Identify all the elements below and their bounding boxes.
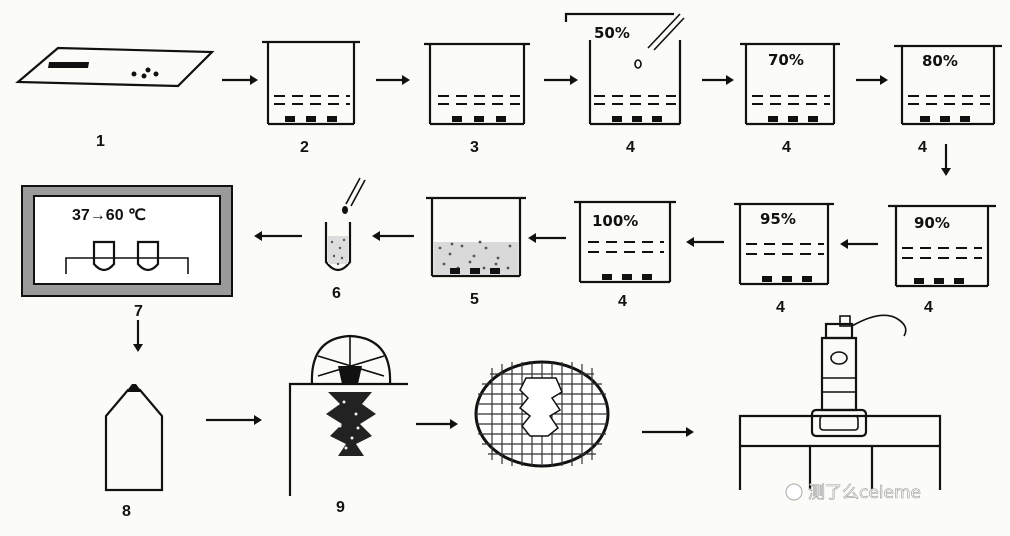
pipette-icon <box>342 177 366 214</box>
step-2-label: 2 <box>300 139 309 156</box>
arrow-icon <box>528 233 566 243</box>
step-4-beaker-90 <box>888 204 996 288</box>
watermark-text: 测了么celeme <box>808 483 921 503</box>
step-4-percent-100: 100% <box>592 212 638 230</box>
arrow-icon <box>856 75 888 85</box>
step-6-label: 6 <box>332 285 341 302</box>
arrow-icon <box>702 75 734 85</box>
step-3-label: 3 <box>470 139 479 156</box>
step-4-label-e: 4 <box>776 299 785 316</box>
oven-temperature: 37→60 ℃ <box>72 207 146 224</box>
arrow-icon <box>941 144 951 176</box>
arrow-icon <box>642 427 694 437</box>
step-4-beaker-50 <box>564 12 682 126</box>
step-5-label: 5 <box>470 291 479 308</box>
arrow-icon <box>544 75 578 85</box>
arrow-icon <box>686 237 724 247</box>
step-4-percent-95: 95% <box>760 210 796 228</box>
step-4-beaker-100 <box>574 200 676 284</box>
step-2-beaker <box>262 40 360 126</box>
step-1-label: 1 <box>96 133 105 150</box>
pipette-icon <box>634 13 685 69</box>
arrow-icon <box>840 239 878 249</box>
step-5-paraffin-beaker <box>426 196 526 278</box>
step-4-beaker-95 <box>734 202 834 286</box>
step-4-label-f: 4 <box>618 293 627 310</box>
step-7-label: 7 <box>134 303 143 320</box>
arrow-icon <box>416 419 458 429</box>
step-4-label-c: 4 <box>918 139 927 156</box>
arrow-icon <box>254 231 302 241</box>
step-1-slide <box>15 46 215 88</box>
arrow-icon <box>372 231 414 241</box>
step-4-percent-90: 90% <box>914 214 950 232</box>
watermark: 测了么celeme <box>785 483 921 503</box>
step-4-label-b: 4 <box>782 139 791 156</box>
step-9-label: 9 <box>336 499 345 516</box>
arrow-icon <box>206 415 262 425</box>
arrow-icon <box>133 320 143 352</box>
step-4-label-d: 4 <box>924 299 933 316</box>
section-grid <box>474 360 610 468</box>
step-6-tube <box>324 222 352 272</box>
arrow-icon <box>376 75 410 85</box>
step-8-block <box>104 384 164 492</box>
step-4-percent-50: 50% <box>594 24 630 42</box>
arrow-icon <box>222 75 258 85</box>
step-9-microtome <box>288 334 408 496</box>
step-4-percent-80: 80% <box>922 52 958 70</box>
step-8-label: 8 <box>122 503 131 520</box>
step-4-beaker-80 <box>894 44 1002 126</box>
step-7-oven <box>21 185 233 297</box>
microscope-icon <box>738 314 942 490</box>
step-4-label-a: 4 <box>626 139 635 156</box>
step-4-percent-70: 70% <box>768 51 804 69</box>
step-3-beaker <box>424 42 530 126</box>
step-4-beaker-70 <box>740 42 840 126</box>
